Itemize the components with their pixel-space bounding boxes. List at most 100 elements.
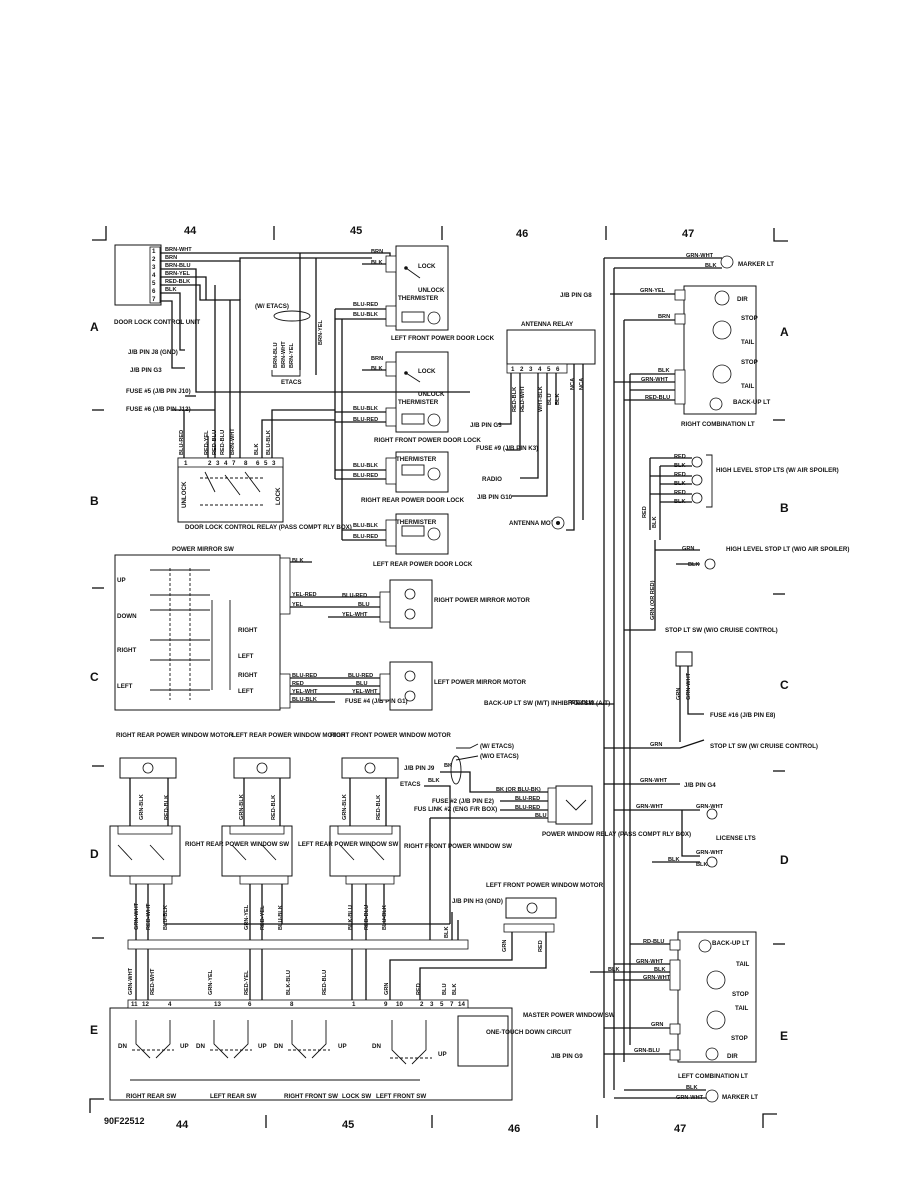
svg-text:RIGHT: RIGHT bbox=[238, 672, 257, 679]
door-lock-control-unit: 1 2 3 4 5 6 7 DOOR LOCK CONTROL UNIT BRN… bbox=[114, 244, 470, 460]
antenna-relay: ANTENNA RELAY 1 2 3 4 5 6 RED-BLK RED-WH… bbox=[470, 321, 596, 531]
svg-text:YEL-WHT: YEL-WHT bbox=[292, 689, 318, 695]
svg-text:BLK: BLK bbox=[292, 558, 304, 564]
svg-text:6: 6 bbox=[248, 1001, 252, 1008]
svg-text:RED-BLK: RED-BLK bbox=[271, 795, 277, 820]
svg-text:BLK: BLK bbox=[371, 260, 383, 266]
svg-text:LICENSE LTS: LICENSE LTS bbox=[716, 835, 756, 842]
svg-text:UP: UP bbox=[180, 1043, 189, 1050]
svg-text:RED-BLU: RED-BLU bbox=[322, 970, 328, 995]
row-label-c-right: C bbox=[780, 678, 789, 692]
svg-text:BRN-BLU: BRN-BLU bbox=[165, 263, 190, 269]
svg-text:GRN-YEL: GRN-YEL bbox=[208, 969, 214, 995]
svg-text:RD-BLU: RD-BLU bbox=[643, 939, 664, 945]
left-combination-lt: BACK-UP LT TAIL STOP TAIL STOP DIR LEFT … bbox=[551, 931, 758, 1103]
svg-text:TAIL: TAIL bbox=[735, 1005, 749, 1012]
svg-text:J/B PIN H3 (GND): J/B PIN H3 (GND) bbox=[452, 898, 503, 905]
left-front-door-lock: BRN BLK LOCK UNLOCK THERMISTER BLU-RED B… bbox=[335, 245, 495, 342]
svg-text:UP: UP bbox=[438, 1051, 447, 1058]
svg-text:BLU-RED: BLU-RED bbox=[515, 796, 540, 802]
row-label-a: A bbox=[90, 320, 99, 334]
stop-lt-switch: STOP LT SW (W/O CRUISE CONTROL) GRN GRN-… bbox=[484, 627, 818, 750]
svg-text:LEFT FRONT POWER DOOR LOCK: LEFT FRONT POWER DOOR LOCK bbox=[391, 335, 495, 342]
svg-text:LEFT: LEFT bbox=[117, 683, 133, 690]
svg-text:2: 2 bbox=[420, 1001, 424, 1008]
svg-text:BLK: BLK bbox=[674, 481, 686, 487]
svg-text:BLU: BLU bbox=[356, 681, 368, 687]
svg-text:FUSE #9 (J/B PIN K3): FUSE #9 (J/B PIN K3) bbox=[476, 445, 538, 452]
svg-text:BLU-RED: BLU-RED bbox=[292, 673, 317, 679]
svg-text:THERMISTER: THERMISTER bbox=[396, 519, 437, 526]
svg-text:1: 1 bbox=[352, 1001, 356, 1008]
svg-text:BLK: BLK bbox=[658, 368, 670, 374]
svg-text:2: 2 bbox=[152, 256, 156, 263]
svg-text:RED-WHT: RED-WHT bbox=[146, 903, 152, 930]
svg-text:BLU: BLU bbox=[442, 984, 448, 996]
svg-text:BRN-BLU: BRN-BLU bbox=[273, 343, 279, 368]
svg-text:RIGHT FRONT POWER WINDOW SW: RIGHT FRONT POWER WINDOW SW bbox=[404, 843, 512, 850]
svg-text:BLU-RED: BLU-RED bbox=[515, 805, 540, 811]
svg-text:LEFT FRONT POWER WINDOW MOTOR: LEFT FRONT POWER WINDOW MOTOR bbox=[486, 882, 604, 889]
svg-text:TAIL: TAIL bbox=[741, 339, 755, 346]
svg-text:BK (OR BLU-BK): BK (OR BLU-BK) bbox=[496, 787, 541, 793]
svg-text:THERMISTER: THERMISTER bbox=[398, 295, 439, 302]
svg-text:DN: DN bbox=[118, 1043, 127, 1050]
svg-text:BACK-UP LT SW (M/T) INHIBITOR: BACK-UP LT SW (M/T) INHIBITOR SW (A/T) bbox=[484, 700, 610, 707]
svg-text:RIGHT REAR POWER DOOR LOCK: RIGHT REAR POWER DOOR LOCK bbox=[361, 497, 465, 504]
row-label-d: D bbox=[90, 847, 99, 861]
window-switches: RIGHT REAR POWER WINDOW SW LEFT REAR POW… bbox=[109, 825, 512, 1000]
svg-text:11: 11 bbox=[131, 1001, 138, 1008]
svg-text:GRN-YEL: GRN-YEL bbox=[244, 904, 250, 930]
svg-text:MARKER LT: MARKER LT bbox=[722, 1094, 758, 1101]
svg-text:BRN: BRN bbox=[371, 356, 383, 362]
svg-text:BLK: BLK bbox=[686, 1085, 698, 1091]
left-front-window-motor: LEFT FRONT POWER WINDOW MOTOR J/B PIN H3… bbox=[389, 882, 604, 1000]
svg-text:3: 3 bbox=[529, 366, 533, 373]
svg-text:J/B PIN J9: J/B PIN J9 bbox=[404, 765, 435, 772]
svg-text:(W/ ETACS): (W/ ETACS) bbox=[255, 303, 289, 310]
svg-text:DIR: DIR bbox=[727, 1053, 738, 1060]
svg-text:GRN: GRN bbox=[676, 688, 682, 700]
svg-text:7: 7 bbox=[232, 460, 236, 467]
high-level-stop-lts: RED BLK RED BLK RED BLK RED BLK GRN (OR … bbox=[624, 454, 849, 631]
svg-text:BLU-RED: BLU-RED bbox=[179, 430, 185, 455]
svg-text:RED-YEL: RED-YEL bbox=[260, 905, 266, 930]
col-label-47: 47 bbox=[682, 228, 694, 240]
svg-text:RED-BLK: RED-BLK bbox=[165, 279, 190, 285]
svg-text:GRN-WHT: GRN-WHT bbox=[696, 804, 724, 810]
svg-text:BLK: BLK bbox=[674, 499, 686, 505]
svg-text:GRN-YEL: GRN-YEL bbox=[640, 288, 666, 294]
svg-text:12: 12 bbox=[142, 1001, 149, 1008]
license-lts: GRN-WHT J/B PIN G4 GRN-WHT GRN-WHT GRN-W… bbox=[604, 778, 756, 868]
svg-text:5: 5 bbox=[547, 366, 551, 373]
row-label-b: B bbox=[90, 494, 99, 508]
svg-text:DN: DN bbox=[372, 1043, 381, 1050]
svg-text:LEFT: LEFT bbox=[238, 653, 254, 660]
svg-text:BLU-BLK: BLU-BLK bbox=[266, 430, 272, 455]
svg-text:DOOR LOCK CONTROL RELAY (PASS: DOOR LOCK CONTROL RELAY (PASS COMPT RLY … bbox=[185, 524, 352, 531]
row-label-b-right: B bbox=[780, 501, 789, 515]
svg-text:RED-BLU: RED-BLU bbox=[220, 430, 226, 455]
svg-text:BRN-YEL: BRN-YEL bbox=[318, 320, 324, 345]
svg-text:BLK-BLU: BLK-BLU bbox=[348, 905, 354, 930]
svg-text:BLK: BLK bbox=[688, 562, 700, 568]
svg-text:BLU-BLK: BLU-BLK bbox=[353, 523, 378, 529]
svg-text:RIGHT REAR SW: RIGHT REAR SW bbox=[126, 1093, 176, 1100]
svg-text:STOP: STOP bbox=[741, 315, 758, 322]
svg-text:BLK: BLK bbox=[428, 778, 440, 784]
svg-text:POWER WINDOW RELAY (PASS COMPT: POWER WINDOW RELAY (PASS COMPT RLY BOX) bbox=[542, 831, 691, 838]
svg-text:UP: UP bbox=[338, 1043, 347, 1050]
svg-text:J/B PIN G9: J/B PIN G9 bbox=[551, 1053, 583, 1060]
svg-text:HIGH LEVEL STOP LT (W/O AIR SP: HIGH LEVEL STOP LT (W/O AIR SPOILER) bbox=[726, 546, 849, 553]
svg-text:RED-WHT: RED-WHT bbox=[520, 385, 526, 412]
svg-text:BRN-WHT: BRN-WHT bbox=[230, 428, 236, 455]
svg-text:14: 14 bbox=[458, 1001, 465, 1008]
svg-text:GRN-BLK: GRN-BLK bbox=[342, 794, 348, 820]
svg-text:5: 5 bbox=[264, 460, 268, 467]
svg-text:RED-WHT: RED-WHT bbox=[150, 968, 156, 995]
svg-text:WHT-BLK: WHT-BLK bbox=[538, 386, 544, 412]
svg-text:BLU-RED: BLU-RED bbox=[353, 417, 378, 423]
svg-text:RIGHT: RIGHT bbox=[238, 627, 257, 634]
svg-text:THERMISTER: THERMISTER bbox=[398, 399, 439, 406]
svg-text:BLK: BLK bbox=[654, 967, 666, 973]
